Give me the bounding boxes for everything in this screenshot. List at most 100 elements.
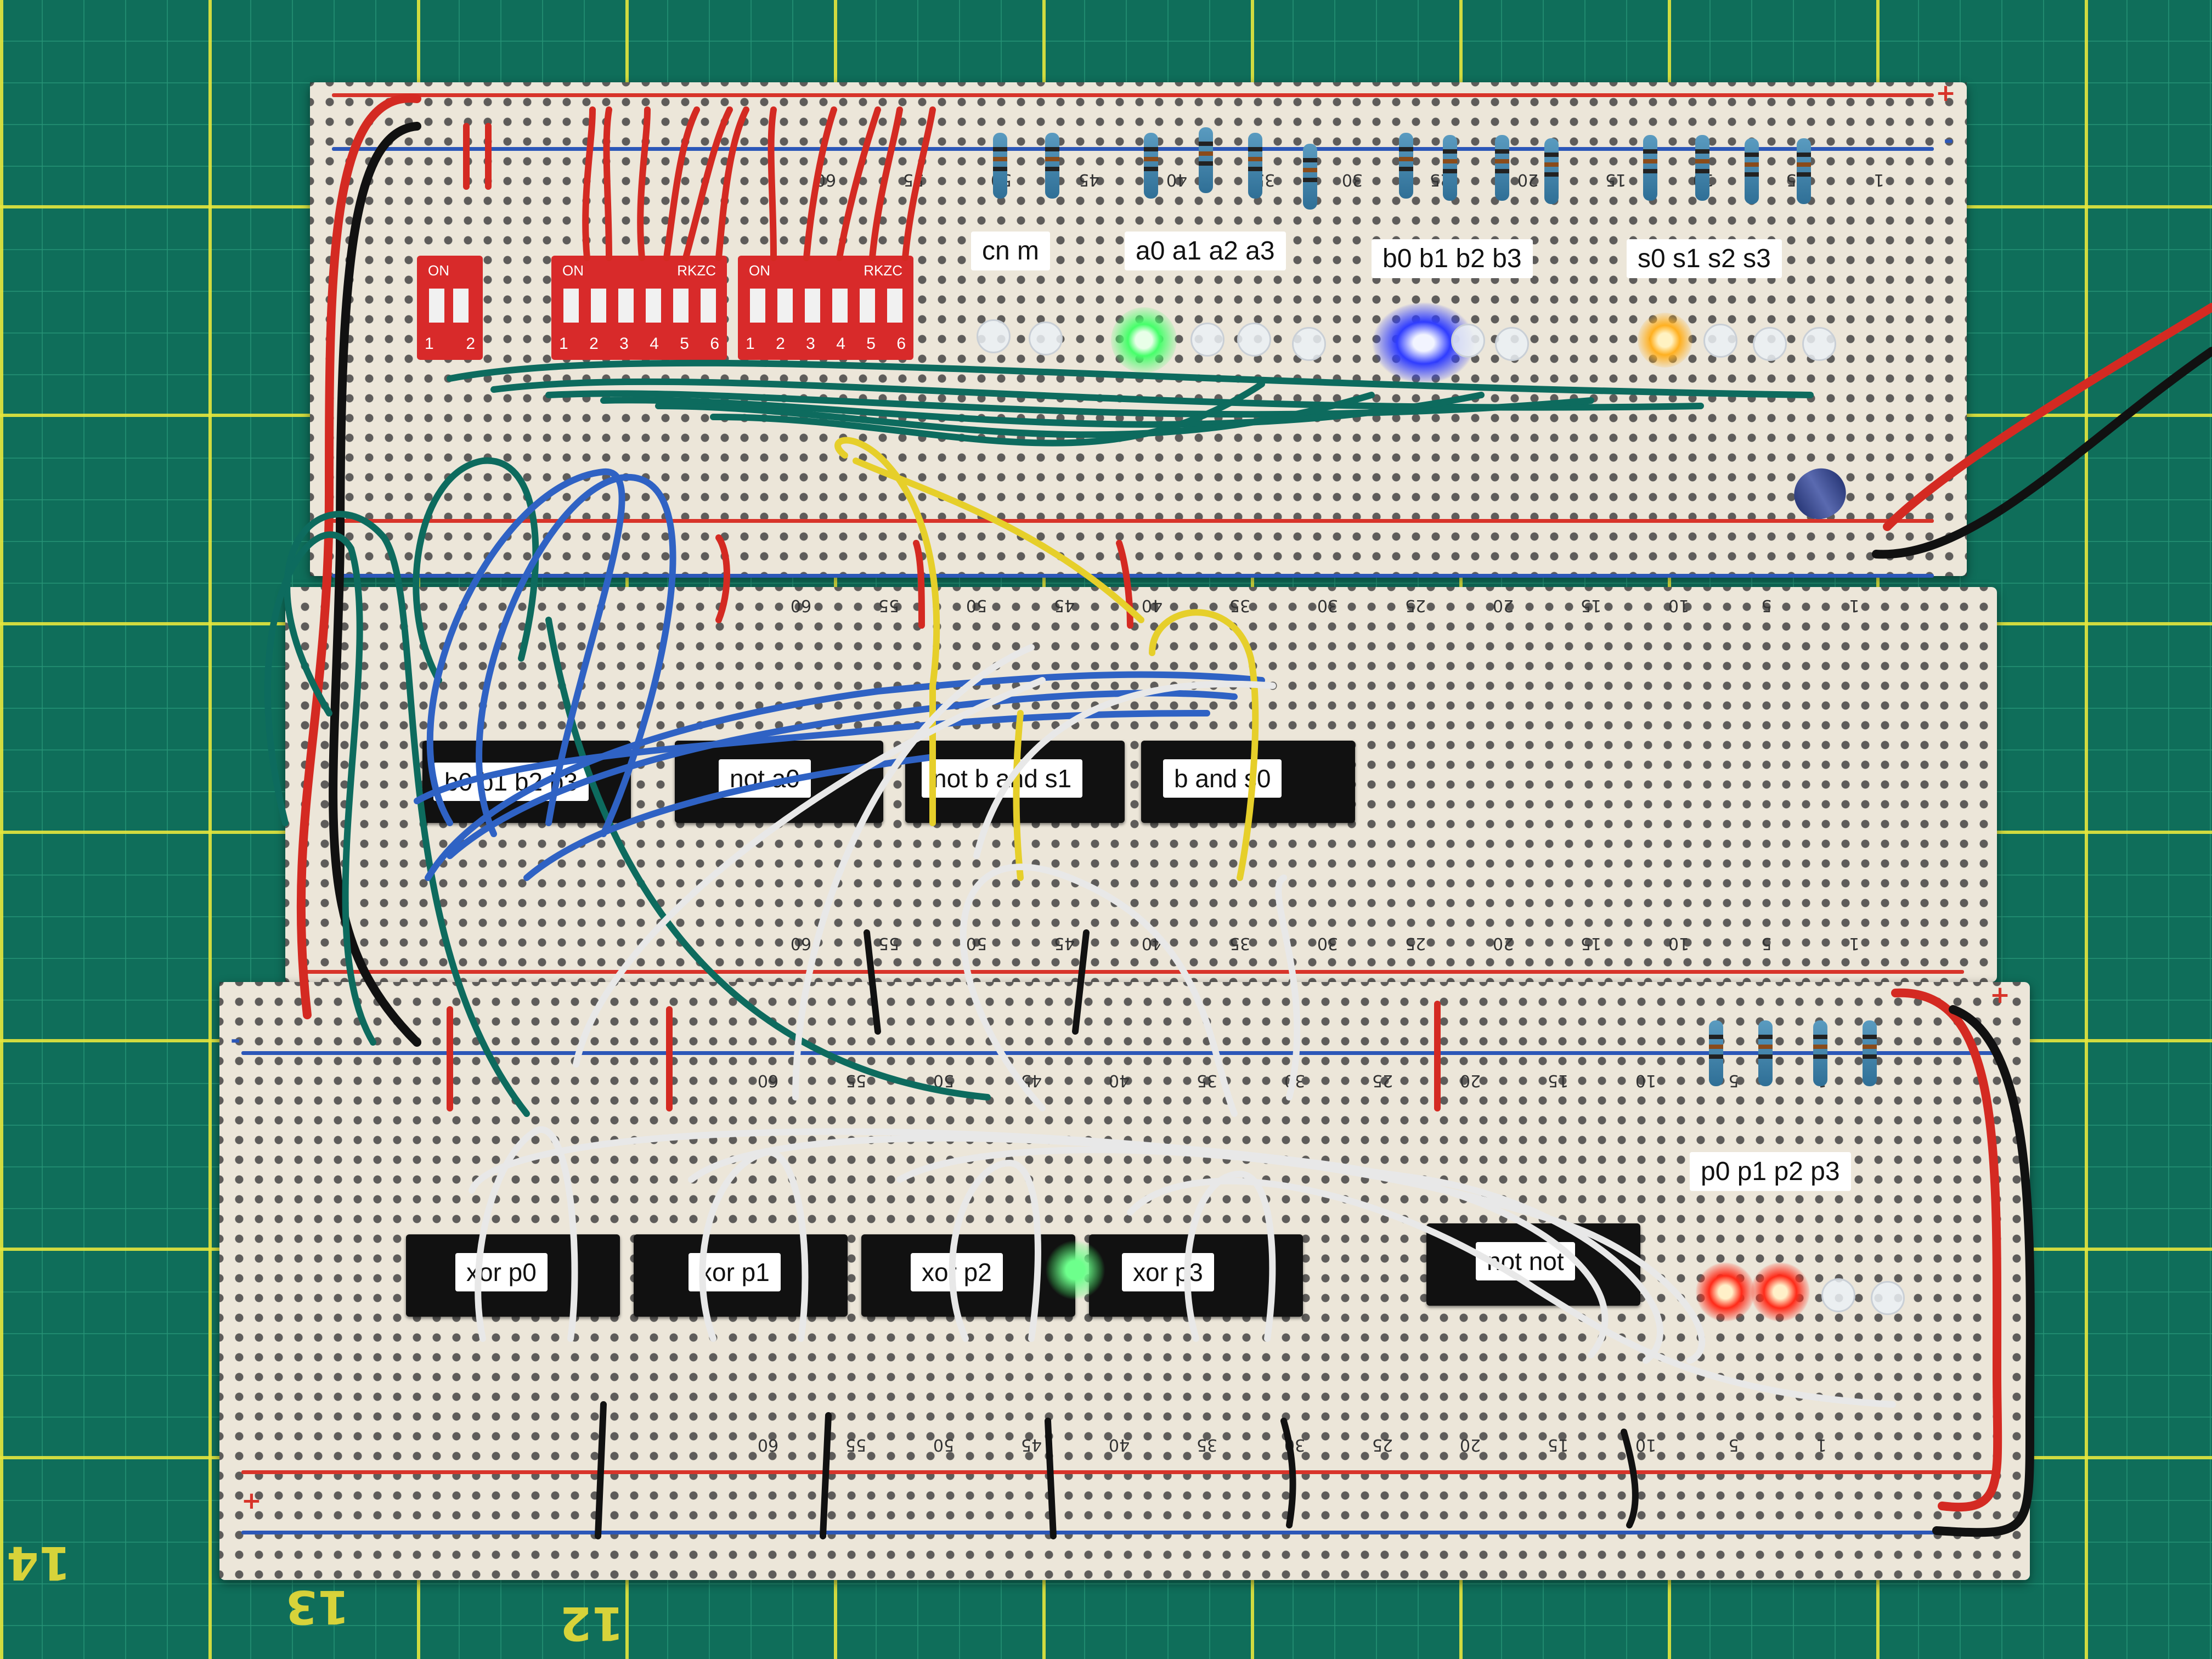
rail-plus-sign: + [241,1487,262,1515]
label-s-inputs: s0 s1 s2 s3 [1627,239,1782,278]
wire-blue-bundle [425,671,1265,881]
wire-red-jumper [836,106,881,261]
resistor [1399,133,1413,199]
wire-yellow [1013,710,1024,881]
chip-label: xor p2 [911,1253,1003,1291]
power-rail-negative-lower [241,1531,1997,1534]
led-a1 [1190,323,1224,357]
chip-xor-p0: xor p0 [406,1234,620,1317]
power-rail-negative [241,1051,1997,1055]
wire-red-jumper [902,106,936,261]
led-m [1029,321,1063,356]
wire-black-jumper [1621,1429,1639,1528]
led-p2 [1821,1278,1855,1312]
wire-white [792,644,1035,1101]
wire-blue-bundle [476,473,676,837]
power-rail-positive [332,93,1934,97]
wire-white [896,1147,1706,1364]
led-p0-lit-red [1695,1262,1756,1322]
label-p-outputs: p0 p1 p2 p3 [1690,1152,1851,1191]
wire-black-battery [1872,347,2212,559]
resistor [1643,135,1657,201]
wire-teal-bundle [490,378,1704,411]
led-s2 [1753,327,1787,361]
label-a-inputs: a0 a1 a2 a3 [1125,232,1286,270]
wire-white [960,864,1238,1117]
resistor [1863,1020,1877,1086]
wire-red-power [296,94,421,1019]
led-a3 [1292,327,1326,361]
led-s1 [1703,324,1737,358]
wire-white [949,1159,1041,1342]
wire-yellow [834,437,940,826]
resistor [1045,133,1059,199]
wire-red-jumper [1116,540,1133,629]
wire-red-jumper [869,106,903,261]
wire-red-jumper [913,540,925,629]
wire-white [573,677,1046,1068]
rail-minus-sign: - [1943,126,1954,154]
rail-plus-sign: + [1936,79,1956,107]
wire-white [475,1126,578,1342]
led-s3 [1802,327,1836,361]
wire-red-jumper [682,106,733,261]
wire-white [1184,1170,1276,1342]
wire-teal-bundle [655,392,1375,438]
led-s0-lit-orange [1638,313,1692,368]
resistor [1443,135,1457,201]
wire-red-right [1891,988,2002,1512]
chip-xor-p1: xor p1 [634,1234,848,1317]
resistor [1144,133,1158,199]
wire-red-jumper [715,534,730,623]
wire-black-jumper [864,929,881,1035]
chip-xor-p3: xor p3 [1089,1234,1303,1317]
wire-black-jumper [1072,929,1090,1035]
wire-black-jumper [1280,1418,1296,1528]
wire-black-right [1932,1005,2035,1537]
led-p3 [1871,1281,1905,1315]
wire-white [699,1148,809,1342]
wire-teal-loop [413,457,539,684]
power-rail-positive [302,970,1964,974]
resistor [1745,138,1759,204]
label-cn-m: cn m [971,232,1051,270]
rail-minus-sign: - [230,1026,241,1054]
resistor [1758,1020,1773,1086]
wire-red-jumper [803,106,837,261]
wire-red-jumper [637,106,651,261]
resistor [1495,135,1509,201]
wire-red-jumper [768,106,777,261]
resistor [1797,138,1811,204]
wire-red-jumper [582,106,596,261]
led-cn [977,319,1011,353]
wire-yellow [1149,609,1259,881]
wire-teal-bundle [447,359,1814,398]
wire-black-jumper [1045,1418,1057,1539]
resistor [1695,135,1709,201]
wire-red-jumper [603,106,612,261]
wire-red-battery [1883,303,2212,531]
led-b1 [1451,324,1485,358]
resistor [1709,1020,1723,1086]
wire-white [1127,1177,1896,1408]
power-rail-positive-lower [332,519,1934,523]
led-a0-lit-green [1111,307,1177,373]
led-p1-lit-red [1750,1262,1810,1322]
resistor [1813,1020,1827,1086]
resistor [1303,144,1317,210]
wire-white [688,1135,1663,1364]
wire-teal-long [545,617,991,1101]
wire-white [973,680,1276,859]
label-b-inputs: b0 b1 b2 b3 [1372,239,1533,278]
wire-black-jumper [820,1412,832,1539]
wire-red-jumper [663,106,700,261]
resistor [1199,127,1213,193]
green-glow-reflection [1045,1240,1105,1300]
power-rail-negative-lower [332,574,1934,578]
